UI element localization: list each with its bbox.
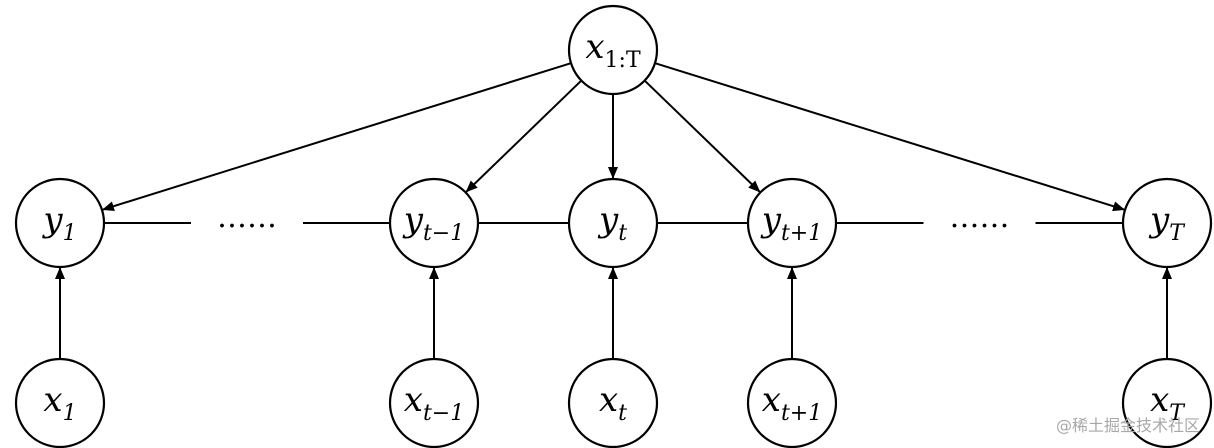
- node-x_all: x1:T: [567, 4, 659, 96]
- node-y_tm1: yt−1: [388, 177, 480, 269]
- ellipsis-layer: …… ……: [217, 200, 1010, 235]
- node-x_tm1: xt−1: [388, 357, 480, 448]
- node-circle-x_tm1: [388, 357, 480, 448]
- arrow-x_all-to-y_1: [101, 61, 574, 212]
- node-y_t: yt: [567, 177, 659, 269]
- node-label-y_T: yT: [1148, 200, 1186, 246]
- ellipsis-2: ……: [950, 200, 1010, 235]
- node-label-y_tp1: yt+1: [760, 200, 823, 246]
- node-x_t: xt: [567, 357, 659, 448]
- node-label-x_tp1: xt+1: [762, 380, 822, 426]
- node-circle-y_tp1: [746, 177, 838, 269]
- node-circle-y_T: [1121, 177, 1213, 269]
- edges-layer: [55, 61, 1172, 361]
- node-circle-x_all: [567, 4, 659, 96]
- node-label-y_tm1: yt−1: [402, 200, 465, 246]
- node-y_tp1: yt+1: [746, 177, 838, 269]
- node-y_T: yT: [1121, 177, 1213, 269]
- ellipsis-1: ……: [217, 200, 277, 235]
- node-label-y_t: yt: [597, 200, 627, 246]
- node-circle-y_tm1: [388, 177, 480, 269]
- node-x_T: xT: [1121, 357, 1213, 448]
- node-circle-x_tp1: [746, 357, 838, 448]
- node-x_1: x1: [14, 357, 106, 448]
- node-circle-x_t: [567, 357, 659, 448]
- nodes-layer: x1:T y1 yt−1 yt yt+1 yT x1 xt−1 xt xt+1 xT: [14, 4, 1213, 448]
- node-label-x_1: x1: [43, 380, 76, 426]
- node-label-x_t: xt: [599, 380, 627, 426]
- node-circle-x_1: [14, 357, 106, 448]
- watermark-text: @稀土掘金技术社区: [1055, 416, 1200, 435]
- arrow-x_all-to-y_tm1: [465, 78, 584, 193]
- node-circle-y_t: [567, 177, 659, 269]
- node-label-x_T: xT: [1150, 380, 1186, 426]
- node-label-x_tm1: xt−1: [404, 380, 464, 426]
- node-x_tp1: xt+1: [746, 357, 838, 448]
- node-label-x_all: x1:T: [585, 27, 641, 73]
- node-circle-x_T: [1121, 357, 1213, 448]
- arrow-x_all-to-y_T: [652, 61, 1126, 212]
- arrow-x_all-to-y_tp1: [642, 78, 761, 193]
- node-y_1: y1: [14, 177, 106, 269]
- node-label-y_1: y1: [41, 200, 76, 246]
- node-circle-y_1: [14, 177, 106, 269]
